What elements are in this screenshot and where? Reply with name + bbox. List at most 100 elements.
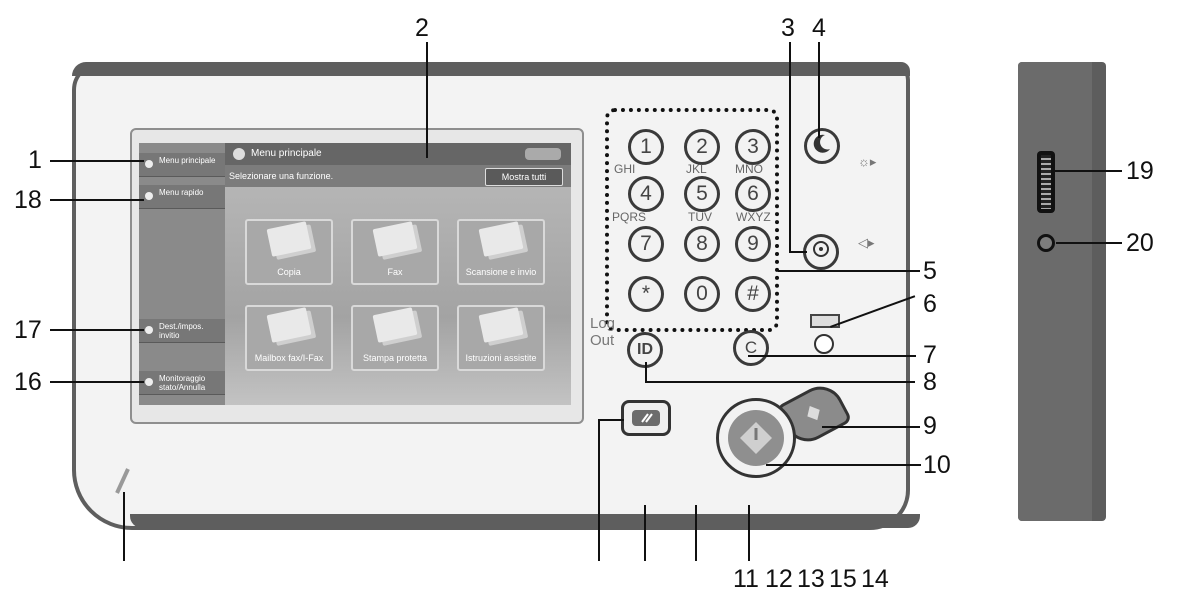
key-star[interactable]: * — [628, 276, 664, 312]
key-0[interactable]: 0 — [684, 276, 720, 312]
key-8[interactable]: 8 — [684, 226, 720, 262]
panel-bottom-edge — [130, 514, 920, 528]
sidebar-item-label: Monitoraggio stato/Annulla — [159, 374, 206, 392]
tile-label: Stampa protetta — [362, 353, 428, 363]
callout-8: 8 — [923, 368, 937, 396]
screen-title: Menu principale — [251, 148, 322, 159]
key-7[interactable]: 7 — [628, 226, 664, 262]
key-letters: JKL — [686, 162, 707, 176]
callout-1: 1 — [28, 146, 42, 174]
sidebar-item-main-menu[interactable]: Menu principale — [139, 153, 225, 177]
key-letters: PQRS — [612, 210, 647, 224]
callout-16: 16 — [14, 368, 42, 396]
leader-15 — [748, 505, 750, 561]
mailbox-icon — [266, 307, 312, 343]
key-4[interactable]: 4 — [628, 176, 664, 212]
callout-6: 6 — [923, 290, 937, 318]
sidebar-item-status-monitor[interactable]: Monitoraggio stato/Annulla — [139, 371, 225, 395]
start-key-ring[interactable] — [716, 398, 796, 478]
start-key[interactable] — [728, 410, 784, 466]
callout-20: 20 — [1126, 229, 1154, 257]
headphone-jack[interactable] — [1037, 234, 1055, 252]
counter-check-key[interactable] — [814, 334, 834, 354]
panel-top-edge — [72, 62, 910, 76]
scan-icon — [478, 221, 524, 257]
callout-10: 10 — [923, 451, 951, 479]
leader-19 — [1052, 170, 1122, 172]
key-3[interactable]: 3 — [735, 129, 771, 165]
touch-panel-display[interactable]: Menu principale Menu rapido Dest./impos.… — [139, 143, 571, 405]
key-letters: GHI — [614, 162, 636, 176]
guide-icon — [478, 307, 524, 343]
brightness-dial-ridges — [1041, 155, 1051, 209]
screen-subtitle: Selezionare una funzione. — [229, 171, 334, 181]
start-icon — [740, 422, 772, 454]
key-letters: TUV — [688, 210, 712, 224]
reset-key[interactable] — [621, 400, 671, 436]
key-letters: MNO — [735, 162, 763, 176]
tile-label: Copia — [277, 267, 301, 277]
leader-9 — [822, 426, 920, 428]
key-9[interactable]: 9 — [735, 226, 771, 262]
key-5[interactable]: 5 — [684, 176, 720, 212]
leader-1 — [50, 160, 144, 162]
tile-guided-instructions[interactable]: Istruzioni assistite — [457, 305, 545, 371]
tile-label: Fax — [387, 267, 403, 277]
leader-7 — [748, 355, 916, 357]
tile-label: Istruzioni assistite — [465, 353, 537, 363]
screen-sidebar: Menu principale Menu rapido Dest./impos.… — [139, 143, 226, 405]
leader-2 — [426, 42, 428, 158]
reset-icon — [632, 410, 660, 426]
status-monitor-icon — [145, 378, 153, 386]
copy-icon — [266, 221, 312, 257]
speaker-icon: ◁▸ — [858, 235, 875, 250]
tile-label: Scansione e invio — [465, 267, 537, 277]
callout-18: 18 — [14, 186, 42, 214]
callout-15: 15 — [829, 565, 857, 593]
sidebar-item-label: Dest./impos. invitio — [159, 322, 204, 340]
gear-icon — [813, 241, 829, 257]
log-out-label: Log Out — [590, 315, 616, 349]
stylus-pen-icon — [115, 468, 130, 494]
moon-icon — [813, 134, 830, 153]
callout-14: 14 — [861, 565, 889, 593]
title-bar-button[interactable] — [525, 148, 561, 160]
key-6[interactable]: 6 — [735, 176, 771, 212]
tile-scan-send[interactable]: Scansione e invio — [457, 219, 545, 285]
tile-label: Mailbox fax/I-Fax — [254, 353, 324, 363]
callout-19: 19 — [1126, 157, 1154, 185]
screen-instruction-bar: Selezionare una funzione. Mostra tutti — [225, 165, 571, 187]
show-all-button[interactable]: Mostra tutti — [485, 168, 563, 186]
sidebar-item-destinations[interactable]: Dest./impos. invitio — [139, 319, 225, 343]
leader-20 — [1056, 242, 1122, 244]
key-hash[interactable]: # — [735, 276, 771, 312]
callout-17: 17 — [14, 316, 42, 344]
tile-fax[interactable]: Fax — [351, 219, 439, 285]
callout-4: 4 — [812, 14, 826, 42]
tile-secure-print[interactable]: Stampa protetta — [351, 305, 439, 371]
numeric-keypad-outline — [605, 108, 779, 332]
tile-copy[interactable]: Copia — [245, 219, 333, 285]
leader-3 — [789, 42, 791, 252]
leader-11 — [598, 419, 600, 561]
clear-key[interactable]: C — [733, 330, 769, 366]
key-2[interactable]: 2 — [684, 129, 720, 165]
sidebar-item-label: Menu rapido — [159, 188, 204, 197]
leader-10 — [766, 464, 921, 466]
sidebar-item-quick-menu[interactable]: Menu rapido — [139, 185, 225, 209]
key-letters: WXYZ — [736, 210, 771, 224]
leader-12 — [644, 505, 646, 561]
leader-18 — [50, 199, 144, 201]
callout-5: 5 — [923, 257, 937, 285]
quick-menu-icon — [145, 192, 153, 200]
stop-key[interactable] — [775, 378, 853, 450]
energy-saver-key[interactable] — [804, 128, 840, 164]
settings-key[interactable] — [803, 234, 839, 270]
leader-17 — [50, 329, 144, 331]
tile-mailbox[interactable]: Mailbox fax/I-Fax — [245, 305, 333, 371]
key-1[interactable]: 1 — [628, 129, 664, 165]
fax-icon — [372, 221, 418, 257]
destination-icon — [145, 326, 153, 334]
leader-3-tip — [789, 251, 807, 253]
leader-8-drop — [645, 362, 647, 382]
